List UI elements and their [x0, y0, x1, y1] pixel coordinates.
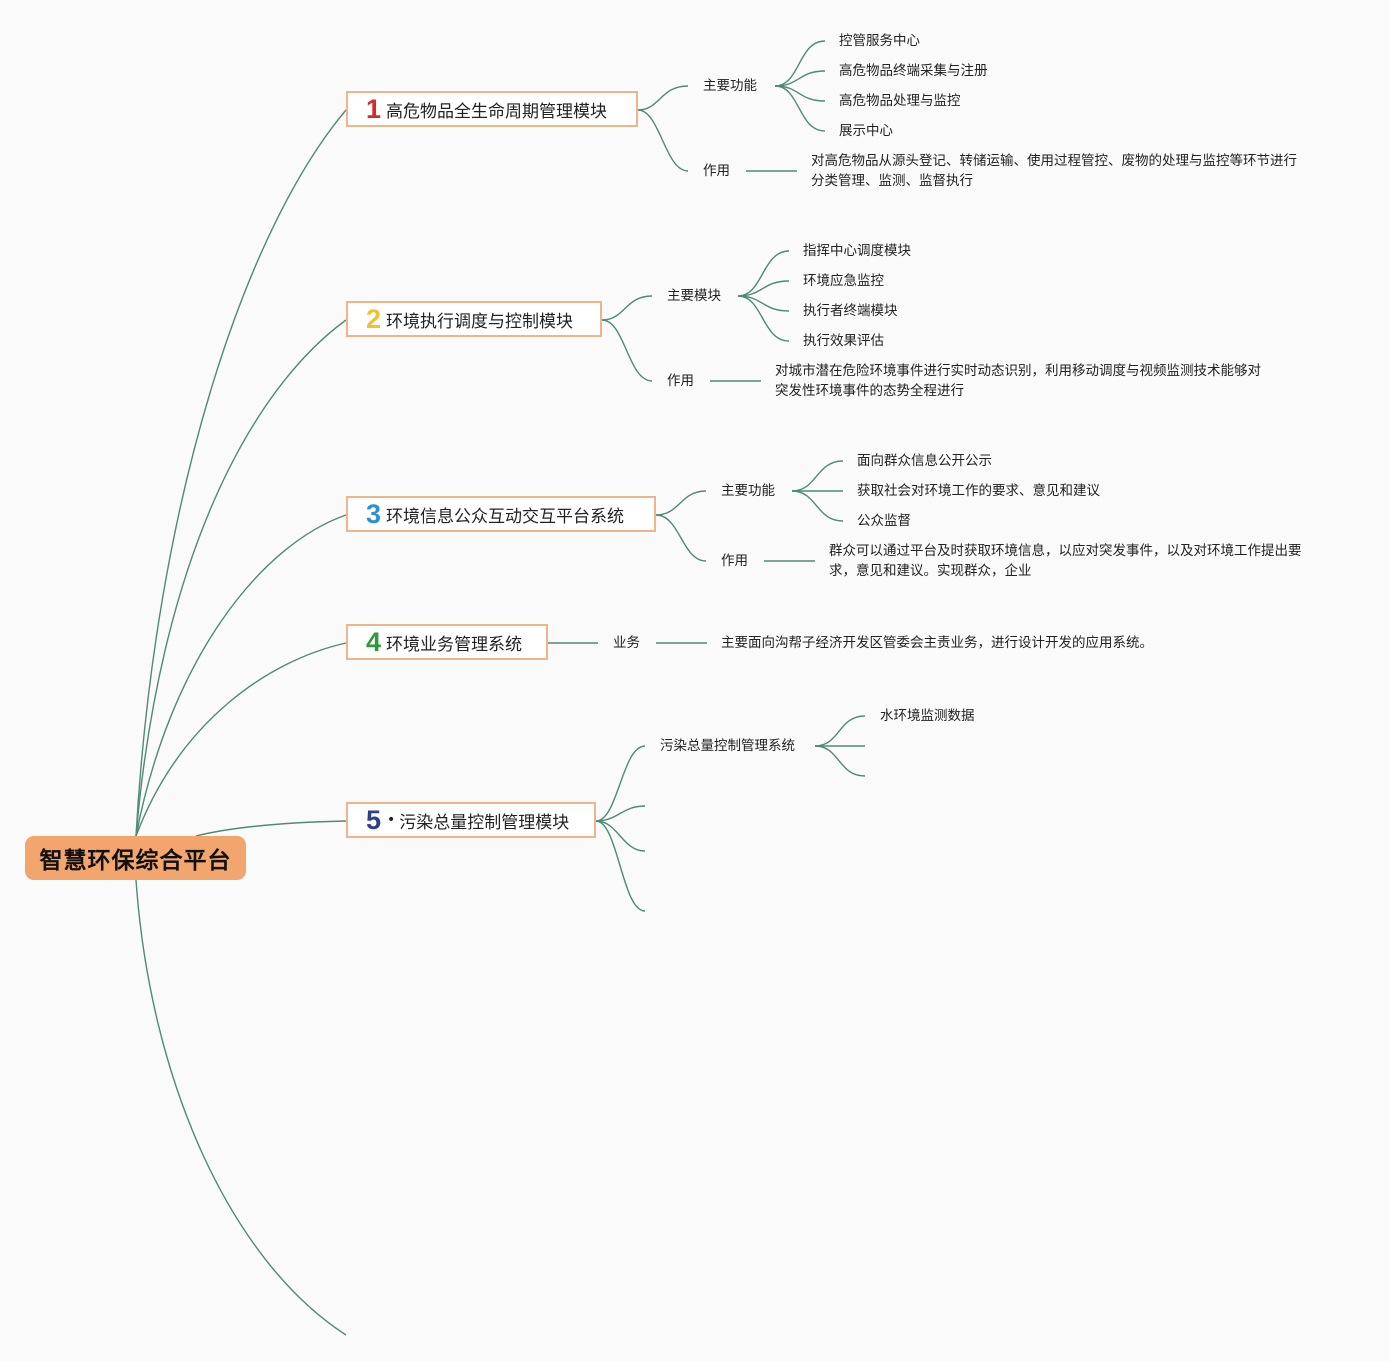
topic-4-biz-text[interactable]: 主要面向沟帮子经济开发区管委会主责业务，进行设计开发的应用系统。 — [721, 635, 1153, 651]
topic-1-item-4[interactable]: 展示中心 — [839, 123, 893, 139]
topic-number: 2 — [366, 303, 382, 334]
topic-3-role-label[interactable]: 作用 — [721, 553, 748, 569]
topic-1-item-1[interactable]: 控管服务中心 — [839, 33, 920, 49]
topic-3-role-text[interactable]: 群众可以通过平台及时获取环境信息，以应对突发事件，以及对环境工作提出要求，意见和… — [829, 543, 1302, 579]
link-root-topic-5 — [195, 820, 347, 837]
link-t2-role — [601, 319, 653, 382]
topic-title: 环境执行调度与控制模块 — [386, 311, 574, 332]
link-root-topic-3 — [135, 514, 347, 837]
link-t2-main — [601, 295, 653, 321]
topic-1-role-label[interactable]: 作用 — [703, 163, 730, 179]
topic-3-item-3[interactable]: 公众监督 — [857, 513, 911, 529]
topic-5[interactable]: 5 • 污染总量控制管理模块 — [346, 802, 596, 838]
topic-1-item-3[interactable]: 高危物品处理与监控 — [839, 93, 961, 109]
topic-1-role-text[interactable]: 对高危物品从源头登记、转储运输、使用过程管控、废物的处理与监控等环节进行分类管理… — [811, 153, 1297, 189]
topic-1-item-2[interactable]: 高危物品终端采集与注册 — [839, 63, 988, 79]
topic-title: 污染总量控制管理模块 — [399, 812, 570, 833]
topic-3-main-label[interactable]: 主要功能 — [721, 483, 775, 499]
link-t3-role — [655, 514, 707, 562]
link-t5-empty-3 — [595, 820, 646, 912]
topic-4-biz-label[interactable]: 业务 — [613, 635, 640, 651]
topic-2-item-1[interactable]: 指挥中心调度模块 — [803, 243, 911, 259]
link-t3-main — [655, 490, 707, 516]
link-root-topic-1 — [135, 109, 347, 837]
topic-number: 1 — [366, 93, 382, 124]
link-t1-item-1 — [774, 40, 826, 87]
link-t2-item-2 — [737, 280, 790, 297]
link-t2-item-4 — [737, 295, 790, 342]
link-root-topic-2 — [135, 319, 347, 837]
link-t2-item-1 — [737, 250, 790, 297]
topic-3-item-2[interactable]: 获取社会对环境工作的要求、意见和建议 — [857, 483, 1100, 499]
link-t3-item-3 — [791, 490, 844, 522]
topic-3-item-1[interactable]: 面向群众信息公开公示 — [857, 453, 992, 469]
topic-number: 4 — [366, 626, 382, 657]
topic-2-item-4[interactable]: 执行效果评估 — [803, 333, 884, 349]
topic-bullet: • — [387, 812, 396, 828]
topic-title: 环境信息公众互动交互平台系统 — [386, 506, 625, 527]
link-t5-empty-2 — [595, 820, 646, 852]
topic-2-main-label[interactable]: 主要模块 — [667, 288, 721, 304]
topic-number: 3 — [366, 498, 382, 529]
link-t1-item-2 — [774, 70, 826, 87]
topic-2-role-label[interactable]: 作用 — [667, 373, 694, 389]
link-t5-sub-empty-2 — [814, 745, 866, 777]
topic-2[interactable]: 2 环境执行调度与控制模块 — [346, 301, 602, 337]
topic-title: 环境业务管理系统 — [386, 634, 523, 655]
link-t5-sub-item-1 — [814, 715, 866, 747]
topic-5-sub-label[interactable]: 污染总量控制管理系统 — [660, 738, 795, 754]
topic-title: 高危物品全生命周期管理模块 — [386, 101, 608, 122]
link-t5-empty-1 — [595, 805, 646, 822]
topic-3[interactable]: 3 环境信息公众互动交互平台系统 — [346, 496, 656, 532]
topic-1-main-label[interactable]: 主要功能 — [703, 78, 757, 94]
topic-2-item-3[interactable]: 执行者终端模块 — [803, 303, 898, 319]
link-t1-main — [637, 85, 689, 111]
link-root-topic-4 — [135, 642, 347, 837]
link-t5-sub — [595, 745, 646, 822]
root-node[interactable]: 智慧环保综合平台 — [25, 836, 246, 880]
link-root-lower — [135, 879, 347, 1336]
topic-number: 5 — [366, 804, 382, 835]
link-t1-role — [637, 109, 689, 172]
link-t3-item-1 — [791, 460, 844, 492]
topic-4[interactable]: 4 环境业务管理系统 — [346, 624, 548, 660]
topic-1[interactable]: 1 高危物品全生命周期管理模块 — [346, 91, 638, 127]
link-t1-item-4 — [774, 85, 826, 132]
topic-5-sub-item-1[interactable]: 水环境监测数据 — [880, 708, 975, 724]
topic-2-item-2[interactable]: 环境应急监控 — [803, 273, 884, 289]
topic-2-role-text[interactable]: 对城市潜在危险环境事件进行实时动态识别，利用移动调度与视频监测技术能够对突发性环… — [775, 363, 1261, 399]
